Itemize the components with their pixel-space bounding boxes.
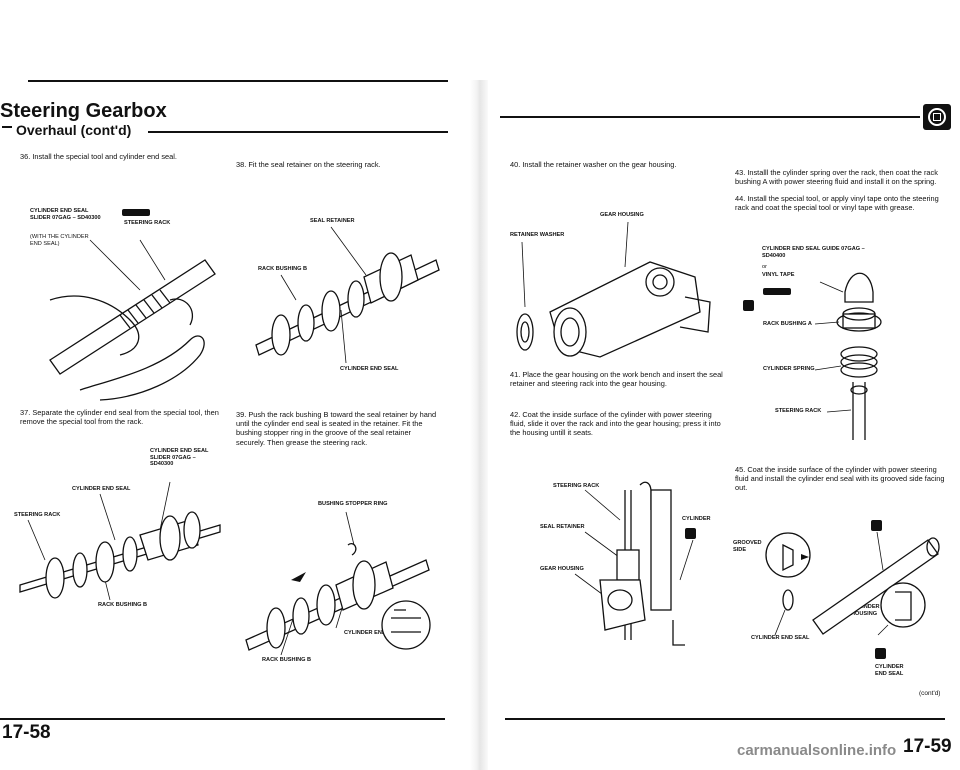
left-page: Steering Gearbox Overhaul (cont'd) 36. I… <box>0 0 475 770</box>
step-38: 38. Fit the seal retainer on the steerin… <box>236 160 381 169</box>
bottom-rule-left <box>0 718 445 720</box>
label-rack-bushing-a: RACK BUSHING A <box>763 321 812 327</box>
illustration-step-44 <box>814 272 882 440</box>
book-gutter <box>470 80 488 770</box>
subtitle-rule <box>148 131 448 133</box>
grease-tool-icon-right <box>763 282 791 300</box>
step-45: 45. Coat the inside surface of the cylin… <box>735 465 945 493</box>
label-steering-rack-42: STEERING RACK <box>553 483 600 489</box>
step-40: 40. Install the retainer washer on the g… <box>510 160 677 169</box>
illustration-step-36 <box>49 239 216 401</box>
illustration-step-45 <box>765 531 940 636</box>
label-seal-retainer-38: SEAL RETAINER <box>310 218 355 224</box>
illustration-step-37 <box>19 481 221 601</box>
illustration-step-39 <box>245 511 431 656</box>
label-cylinder-end-seal-37: CYLINDER END SEAL <box>72 486 131 492</box>
label-cylinder-end-seal-45: CYLINDER END SEAL <box>751 635 810 641</box>
label-bushing-stopper-ring: BUSHING STOPPER RING <box>318 501 388 507</box>
illustration-step-40 <box>516 221 711 358</box>
illustration-step-42 <box>574 481 694 646</box>
step-42: 42. Coat the inside surface of the cylin… <box>510 410 721 438</box>
step-41: 41. Place the gear housing on the work b… <box>510 370 723 389</box>
label-steering-rack-36: STEERING RACK <box>124 220 171 226</box>
label-seal-note: (With the cylinder end seal) <box>30 234 89 247</box>
label-or: or <box>762 264 767 270</box>
step-36: 36. Install the special tool and cylinde… <box>20 152 177 161</box>
page-title: Steering Gearbox <box>0 100 167 122</box>
label-cylinder-end-seal-45b: CYLINDER END SEAL <box>875 664 904 677</box>
label-rack-bushing-b-38: RACK BUSHING B <box>258 266 308 272</box>
step-43: 43. Installl the cylinder spring over th… <box>735 168 938 187</box>
right-page: 40. Install the retainer washer on the g… <box>485 0 960 770</box>
label-cylinder-end-seal-39: CYLINDER END SEAL <box>344 630 403 636</box>
label-seal-guide: CYLINDER END SEAL GUIDE 07GAG – SD40400 <box>762 246 865 259</box>
label-grooved-side: GROOVED SIDE <box>733 540 762 553</box>
page-number-left: 17-58 <box>2 722 51 743</box>
fluid-icon-45a <box>871 520 882 531</box>
label-cylinder-housing: CYLINDER HOUSING <box>851 604 880 617</box>
bottom-rule-right <box>505 718 945 720</box>
grease-tool-icon <box>122 203 150 221</box>
label-gear-housing-40: GEAR HOUSING <box>600 212 644 218</box>
step-37: 37. Separate the cylinder end seal from … <box>20 408 219 427</box>
fluid-icon-right <box>743 300 754 311</box>
page-subtitle: Overhaul (cont'd) <box>16 122 132 138</box>
label-seal-slider: CYLINDER END SEAL SLIDER 07GAG – SD40300 <box>30 208 101 221</box>
label-cylinder-end-seal-38: CYLINDER END SEAL <box>340 366 399 372</box>
subtitle-tick <box>2 126 12 128</box>
label-seal-retainer-42: SEAL RETAINER <box>540 524 585 530</box>
label-gear-housing-42: GEAR HOUSING <box>540 566 584 572</box>
label-steering-rack-44: STEERING RACK <box>775 408 822 414</box>
top-rule-right <box>500 116 920 118</box>
label-cylinder-spring: CYLINDER SPRING <box>763 366 815 372</box>
label-retainer-washer: RETAINER WASHER <box>510 232 565 238</box>
fluid-icon <box>685 528 696 539</box>
label-rack-bushing-b-37: RACK BUSHING B <box>98 602 148 608</box>
step-39: 39. Push the rack bushing B toward the s… <box>236 410 437 447</box>
step-44: 44. Install the special tool, or apply v… <box>735 194 939 213</box>
label-rack-bushing-b-39: RACK BUSHING B <box>262 657 312 663</box>
illustration-step-38 <box>255 226 440 364</box>
label-vinyl-tape: VINYL TAPE <box>762 272 795 278</box>
fluid-icon-45b <box>875 648 886 659</box>
watermark: carmanualsonline.info <box>737 742 897 759</box>
section-badge-icon <box>923 104 951 130</box>
top-rule <box>28 80 448 82</box>
label-steering-rack-37: STEERING RACK <box>14 512 61 518</box>
page-number-right: 17-59 <box>903 736 952 757</box>
label-seal-slider-37: CYLINDER END SEAL SLIDER 07GAG – SD40300 <box>150 448 209 467</box>
label-cylinder-42: CYLINDER <box>682 516 711 522</box>
continued-note: (cont'd) <box>919 690 941 697</box>
